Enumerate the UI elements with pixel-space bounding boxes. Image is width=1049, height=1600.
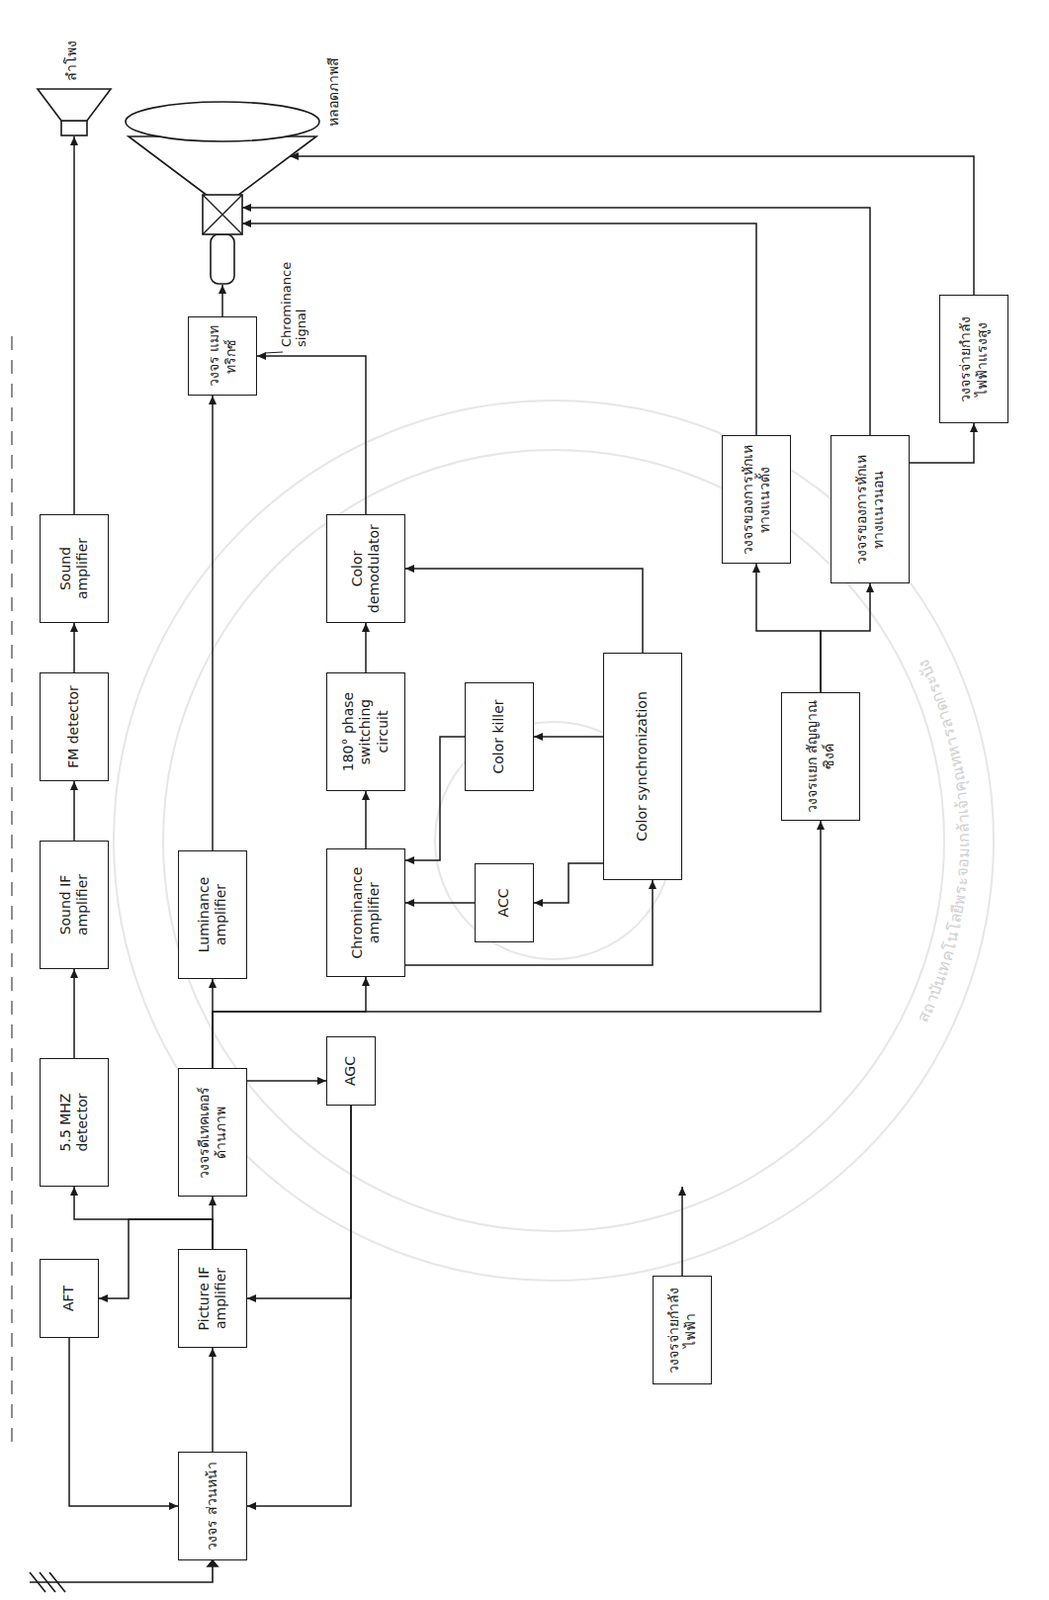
block-label: วงจรจ่ายกำลัง ไฟฟ้าแรงสูง	[957, 301, 992, 417]
signal-connector	[820, 583, 871, 693]
picture-tube: หลอดภาพสี	[93, 17, 351, 285]
block-box: วงจรจ่ายกำลัง ไฟฟ้าแรงสูง	[939, 294, 1009, 424]
block-box: Chrominance amplifier	[326, 848, 406, 977]
block-label: วงจรจ่ายกำลัง ไฟฟ้า	[665, 1282, 700, 1378]
block-label: วงจรแยก สัญญาณซิงค์	[803, 699, 839, 814]
signal-connector	[221, 284, 224, 317]
signal-connector	[73, 968, 76, 1058]
signal-connector	[242, 223, 757, 436]
block-label: AGC	[342, 1055, 360, 1086]
block-label: วงจรของการหักเห ทางแนวตั้ง	[739, 441, 775, 557]
signal-connector	[364, 622, 367, 673]
watermark-text: สถาบันเทคโนโลยีพระจอมเกล้าเจ้าคุณทหารลาด…	[913, 656, 973, 1025]
block-box: Sound IF amplifier	[39, 840, 109, 969]
signal-connector	[212, 820, 821, 1068]
watermark-text: สถาบันเทคโนโลยีพระจอมเกล้าเจ้าคุณทหารลาด…	[913, 656, 973, 1025]
block-label: วงจร ส่วนหน้า	[203, 1461, 222, 1550]
supply-arrow	[681, 1186, 684, 1276]
block-label: หลอดภาพสี	[325, 57, 344, 127]
block-box: Color killer	[464, 682, 534, 791]
signal-connector	[69, 1337, 178, 1506]
block-label: 5.5 MHZ detector	[57, 1064, 92, 1180]
signal-connector	[247, 1079, 327, 1082]
signal-connector	[211, 1347, 214, 1452]
block-label: วงจรดีเทคเตอร์ ด้านภาพ	[195, 1074, 231, 1190]
antenna-symbol	[29, 1560, 218, 1592]
signal-connector	[289, 156, 974, 295]
block-box: Sound amplifier	[39, 514, 109, 623]
signal-connector	[533, 735, 604, 738]
block-box: FM detector	[39, 672, 109, 782]
signal-connector	[247, 1105, 351, 1506]
signal-connector	[73, 136, 76, 515]
block-box: วงจร แมททริกซ์	[187, 316, 258, 396]
block-label: AFT	[60, 1285, 79, 1312]
block-label: Color synchronization	[633, 691, 652, 842]
block-box: 180° phase switching circuit	[326, 672, 406, 791]
block-label: FM detector	[65, 685, 84, 769]
picture-tube-outline	[93, 17, 351, 285]
signal-connector	[405, 568, 643, 653]
signal-connector	[73, 781, 76, 841]
signal-connector	[405, 901, 475, 904]
block-label: Picture IF amplifier	[195, 1255, 231, 1341]
signal-connector	[909, 423, 974, 463]
block-box: วงจร ส่วนหน้า	[177, 1451, 248, 1561]
block-box: วงจรของการหักเห ทางแนวนอน	[830, 435, 910, 584]
block-label: 180° phase switching circuit	[340, 679, 393, 785]
signal-connector	[73, 622, 76, 673]
block-box: AFT	[39, 1258, 99, 1338]
block-label: Sound IF amplifier	[57, 847, 92, 962]
block-label: Luminance amplifier	[195, 857, 231, 972]
edge-label: Chrominance signal	[278, 253, 311, 350]
signal-connector	[364, 790, 367, 849]
signal-connector	[257, 355, 366, 515]
block-box: วงจรของการหักเห ทางแนวตั้ง	[721, 435, 791, 564]
block-label: ลำโพง	[63, 40, 82, 82]
block-label: ACC	[495, 888, 514, 918]
block-box: 5.5 MHZ detector	[39, 1057, 109, 1187]
block-box: Color synchronization	[603, 652, 683, 880]
block-box: วงจรแยก สัญญาณซิงค์	[781, 692, 861, 821]
watermark-seal	[113, 400, 994, 1281]
signal-connector	[211, 1196, 214, 1249]
label-leader	[264, 351, 283, 353]
speaker: ลำโพง	[29, 17, 119, 137]
signal-connector	[756, 563, 821, 693]
signal-connector	[533, 863, 604, 903]
dashed-border	[10, 334, 12, 1442]
block-label: Color killer	[490, 699, 509, 774]
block-label: วงจร แมททริกซ์	[205, 323, 241, 389]
block-box: วงจรดีเทคเตอร์ ด้านภาพ	[177, 1067, 248, 1197]
signal-connector	[247, 1105, 351, 1299]
block-box: Luminance amplifier	[177, 850, 248, 979]
block-box: Picture IF amplifier	[177, 1248, 248, 1348]
signal-connector	[242, 207, 871, 436]
block-label: Chrominance amplifier	[349, 855, 384, 970]
block-box: ACC	[474, 863, 534, 943]
block-label: วงจรของการหักเห ทางแนวนอน	[853, 441, 888, 577]
block-box: วงจรจ่ายกำลัง ไฟฟ้า	[652, 1275, 712, 1385]
signal-connector	[211, 395, 214, 851]
signal-connector	[405, 736, 465, 861]
block-box: Color demodulator	[326, 514, 406, 623]
block-label: Color demodulator	[349, 521, 384, 616]
block-box: AGC	[326, 1036, 376, 1106]
block-label: Sound amplifier	[57, 521, 92, 616]
